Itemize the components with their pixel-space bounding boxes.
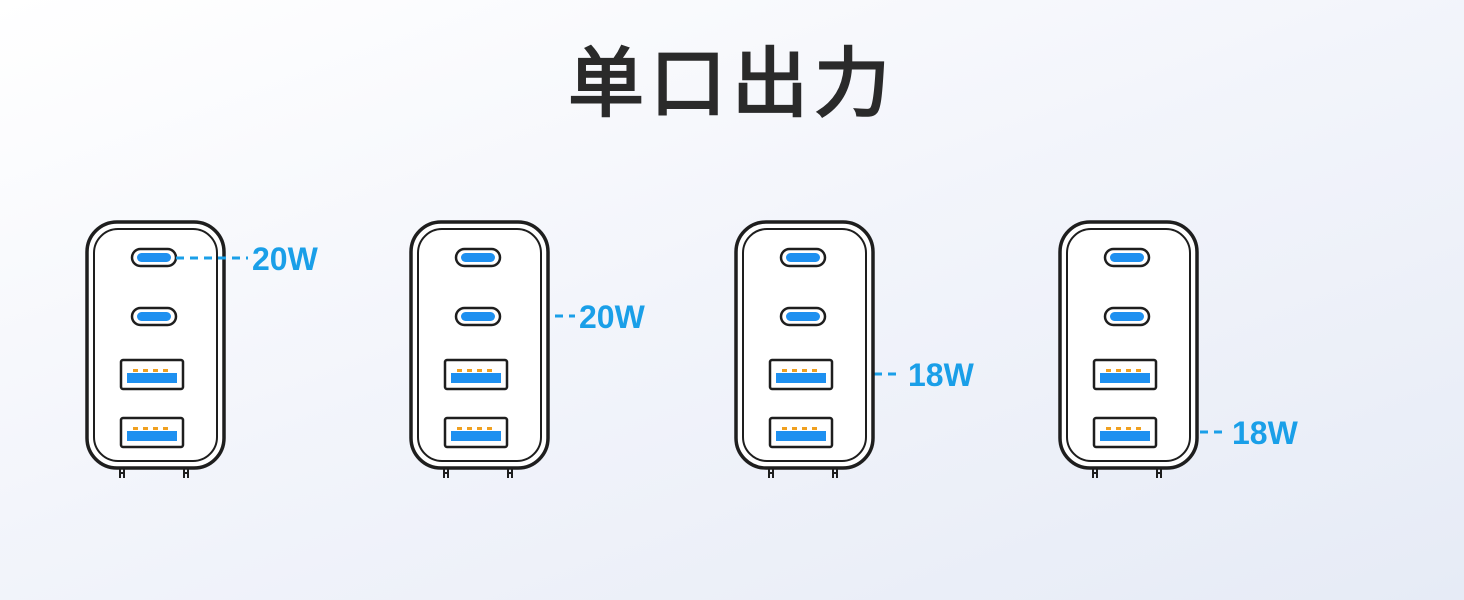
output-label-3: 18W [908,357,974,393]
plug-prongs [443,468,513,478]
usb-a-port-2 [768,416,834,449]
usb-a-port-2 [443,416,509,449]
plug-prongs [119,468,189,478]
usb-c-port-1 [1103,247,1151,268]
usb-a-port-2 [119,416,185,449]
output-label-1: 20W [252,241,318,277]
plug-prongs [1092,468,1162,478]
usb-a-port-1 [443,358,509,391]
usb-a-port-1 [119,358,185,391]
usb-c-port-1 [779,247,827,268]
charger-3 [732,218,877,483]
usb-a-port-1 [768,358,834,391]
output-label-4: 18W [1232,415,1298,451]
usb-a-port-1 [1092,358,1158,391]
usb-c-port-1 [130,247,178,268]
usb-c-port-2 [454,306,502,327]
usb-a-port-2 [1092,416,1158,449]
usb-c-port-2 [130,306,178,327]
usb-c-port-1 [454,247,502,268]
page-title: 单口出力 [568,39,896,128]
charger-1 [83,218,228,483]
charger-4 [1056,218,1201,483]
plug-prongs [768,468,838,478]
output-label-2: 20W [579,299,645,335]
usb-c-port-2 [1103,306,1151,327]
charger-2 [407,218,552,483]
usb-c-port-2 [779,306,827,327]
